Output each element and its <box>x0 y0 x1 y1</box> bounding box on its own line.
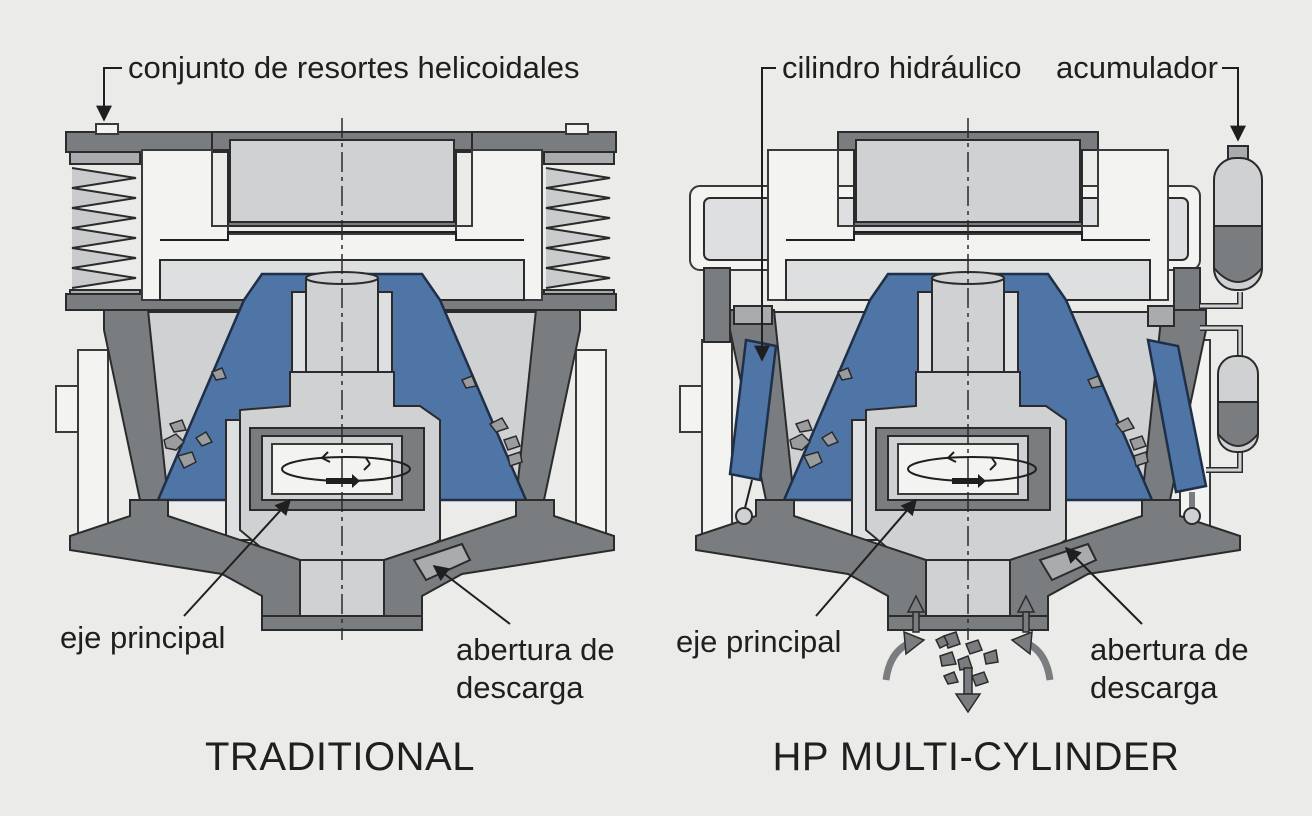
right-annotations: cilindro hidráulico acumulador eje princ… <box>676 50 1249 779</box>
right-hydraulic-cylinder <box>1146 305 1208 525</box>
accumulator-upper <box>1213 145 1263 291</box>
left-annotations: conjunto de resortes helicoidales eje pr… <box>60 50 615 779</box>
discharge-flow <box>882 594 1054 714</box>
title-hp-multi-cylinder: HP MULTI-CYLINDER <box>772 735 1179 779</box>
label-discharge-right-2: descarga <box>1090 670 1218 705</box>
accumulator-lower <box>1217 355 1259 453</box>
hp-multi-cylinder-crusher <box>679 116 1263 714</box>
label-hydraulic-cylinder: cilindro hidráulico <box>782 50 1022 85</box>
title-traditional: TRADITIONAL <box>205 735 475 779</box>
traditional-crusher <box>55 116 617 642</box>
label-discharge-right-1: abertura de <box>1090 632 1249 667</box>
label-discharge-left-2: descarga <box>456 670 584 705</box>
label-main-shaft-right: eje principal <box>676 624 841 659</box>
label-discharge-left-1: abertura de <box>456 632 615 667</box>
label-main-shaft-left: eje principal <box>60 620 225 655</box>
lug-box <box>55 385 79 433</box>
label-spring-set: conjunto de resortes helicoidales <box>128 50 580 85</box>
label-accumulator: acumulador <box>1056 50 1218 85</box>
